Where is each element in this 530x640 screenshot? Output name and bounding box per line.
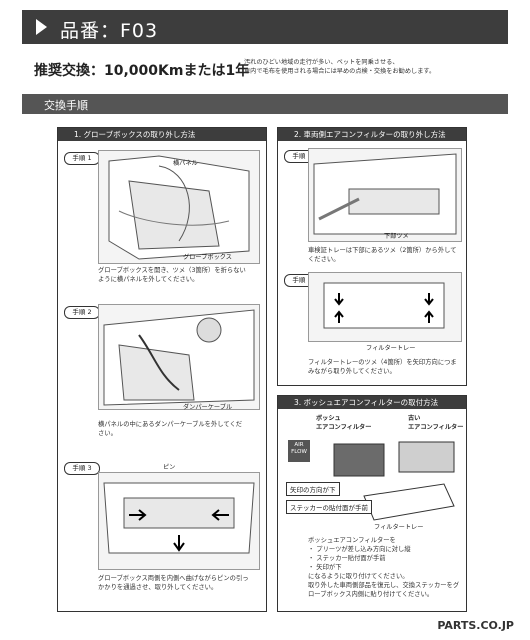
panel-filter-removal: 2. 車両側エアコンフィルターの取り外し方法 手順 1 下部ツメ 車検証トレーは… <box>277 127 467 386</box>
recommendation-note: 汚れのひどい地域の走行が多い、ペットを同乗させる、 車内で毛布を使用される場合に… <box>244 59 436 75</box>
section-header: 交換手順 <box>22 94 508 114</box>
step-3-caption: グローブボックス両側を内側へ曲げながらピンの引っかかりを通過させ、取り外してくだ… <box>98 575 249 591</box>
callout-side-panel: 横パネル <box>173 160 198 167</box>
panel-title: 1. グローブボックスの取り外し方法 <box>58 128 266 141</box>
filter-tray-drawing <box>323 282 445 329</box>
title-bar: 品番：F03 <box>22 10 508 44</box>
step-1-caption: グローブボックスを開き、ツメ（3箇所）を折らないように横パネルを外してください。 <box>98 267 246 283</box>
callout-filter-tray: フィルタートレー <box>366 345 416 352</box>
label-bosch-filter: ボッシュ エアコンフィルター <box>316 415 372 431</box>
panel-title: 3. ボッシュエアコンフィルターの取付方法 <box>278 396 466 409</box>
label-old-filter: 古い エアコンフィルター <box>408 415 464 431</box>
section-title: 交換手順 <box>44 99 88 112</box>
panel-title: 2. 車両側エアコンフィルターの取り外し方法 <box>278 128 466 141</box>
install-caption: ボッシュエアコンフィルターを ・ プリーツが差し込み方向に対し縦 ・ ステッカー… <box>308 537 460 598</box>
step-3-badge: 手順 3 <box>64 462 100 475</box>
step-2-caption: 横パネルの中にあるダンパーケーブルを外してください。 <box>98 421 243 437</box>
step-2-caption: フィルタートレーのツメ（4箇所）を矢印方向につまみながら取り外してください。 <box>308 359 457 375</box>
callout-glovebox: グローブボックス <box>183 254 232 261</box>
panel-glovebox-removal: 1. グローブボックスの取り外し方法 手順 1 横パネル グローブボックス グロ… <box>57 127 267 612</box>
filter-tray-illustration <box>308 272 462 342</box>
callout-pin: ピン <box>163 464 176 471</box>
label-filter-tray: フィルタートレー <box>374 524 424 531</box>
callout-damper-cable: ダンパーケーブル <box>183 404 233 411</box>
brand-logo: PARTS.CO.JP <box>437 619 514 632</box>
tag-sticker-front: ステッカーの貼付面が手前 <box>286 500 372 514</box>
glovebox-pins-illustration <box>98 472 260 570</box>
tray-removal-illustration <box>308 148 462 242</box>
step-1-caption: 車検証トレーは下部にあるツメ（2箇所）から外してください。 <box>308 247 457 263</box>
page-title: 品番：F03 <box>60 20 159 42</box>
recommended-interval: 推奨交換：10,000Kmまたは1年 <box>34 63 250 79</box>
pins-drawing <box>103 482 255 554</box>
callout-lower-tab: 下部ツメ <box>384 233 409 240</box>
damper-cable-illustration <box>98 304 260 410</box>
glovebox-illustration <box>98 150 260 264</box>
panel-bosch-install: 3. ボッシュエアコンフィルターの取付方法 ボッシュ エアコンフィルター 古い … <box>277 395 467 612</box>
step-1-badge: 手順 1 <box>64 152 100 165</box>
tag-arrow-down: 矢印の方向が下 <box>286 482 340 496</box>
play-triangle-icon <box>36 19 47 35</box>
air-flow-icon: AIR FLOW <box>288 440 310 462</box>
glovebox-drawing <box>108 155 250 260</box>
step-2-badge: 手順 2 <box>64 306 100 319</box>
tray-drawing <box>313 153 457 235</box>
damper-drawing <box>103 309 255 406</box>
